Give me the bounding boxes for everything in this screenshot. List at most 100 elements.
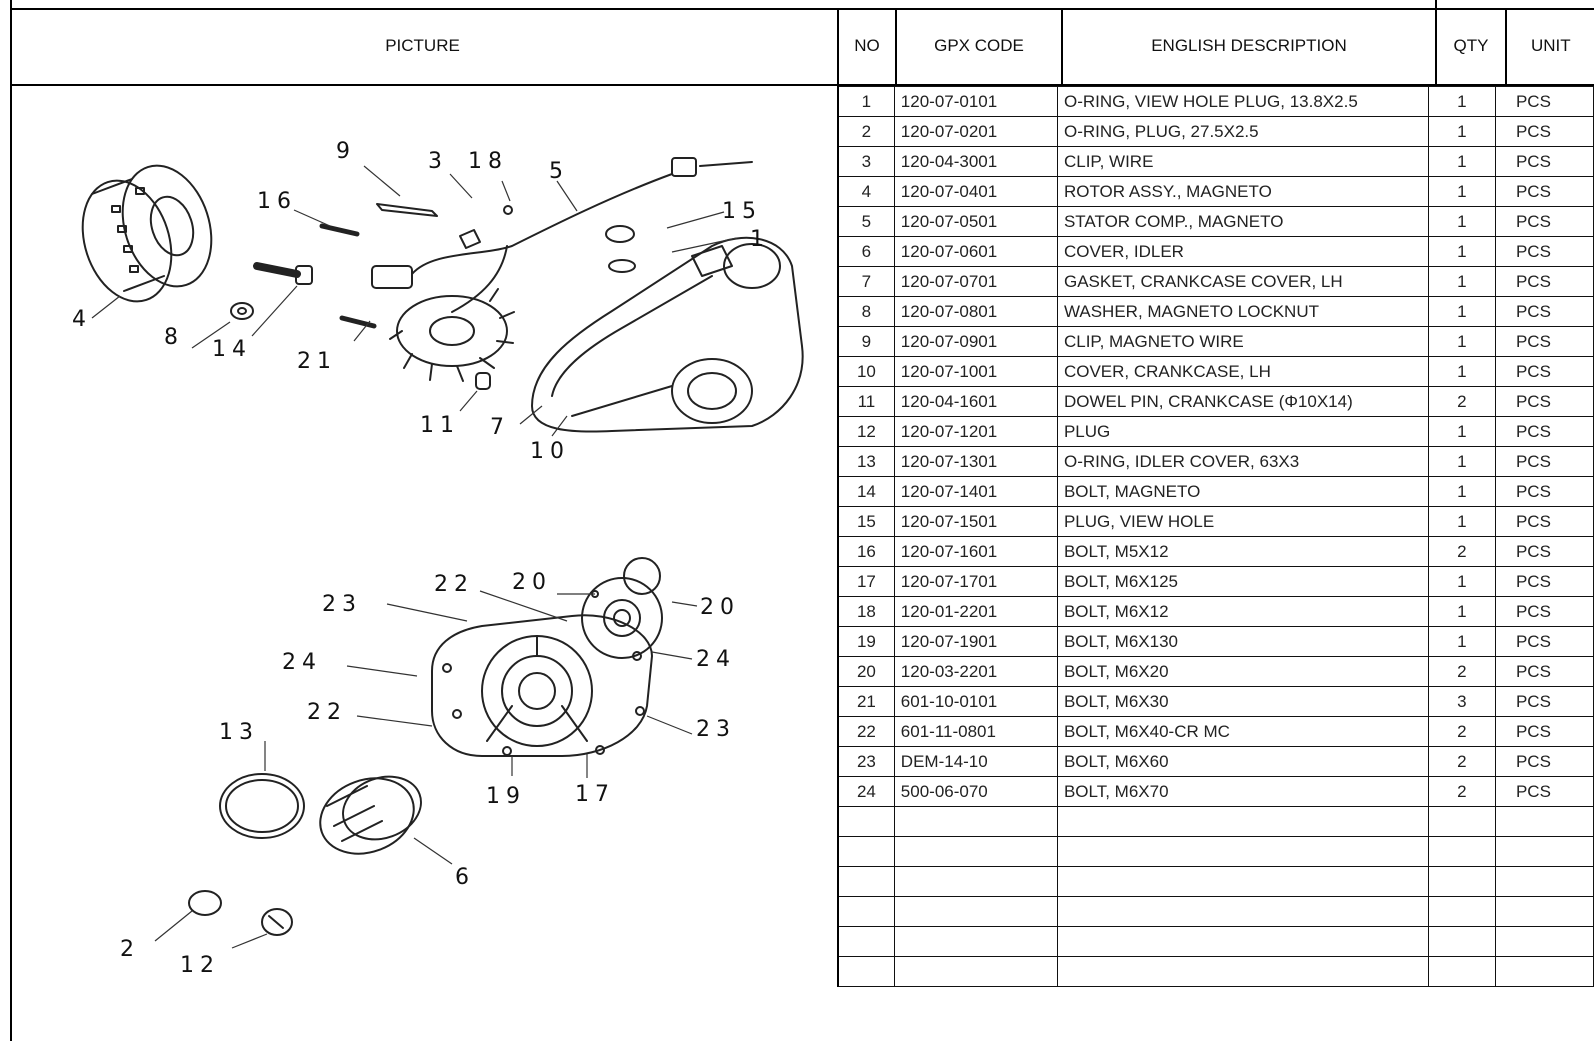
part-number-cell: 13 — [836, 446, 895, 477]
unit-cell — [1494, 836, 1594, 867]
part-number-cell: 22 — [836, 716, 895, 747]
gpx-code-cell: 120-04-3001 — [893, 146, 1058, 177]
description-cell: STATOR COMP., MAGNETO — [1056, 206, 1429, 237]
callout-9: 9 — [336, 139, 356, 164]
qty-cell: 1 — [1427, 416, 1496, 447]
description-cell — [1056, 836, 1429, 867]
plug-o-ring-part — [188, 890, 222, 916]
description-cell — [1056, 956, 1429, 987]
part-number-cell: 6 — [836, 236, 895, 267]
description-cell: O-RING, VIEW HOLE PLUG, 13.8X2.5 — [1056, 86, 1429, 117]
qty-cell — [1427, 926, 1496, 957]
part-number-cell: 3 — [836, 146, 895, 177]
part-number-cell — [836, 896, 895, 927]
exploded-parts-diagram: 9 3 18 5 16 15 1 4 8 14 21 11 7 10 22 20… — [12, 86, 837, 1041]
callout-22a: 22 — [434, 572, 474, 597]
unit-cell: PCS — [1494, 176, 1594, 207]
callout-24b: 24 — [696, 647, 736, 672]
qty-cell: 1 — [1427, 236, 1496, 267]
part-number-cell: 23 — [836, 746, 895, 777]
gpx-code-cell: 120-07-1001 — [893, 356, 1058, 387]
gpx-code-cell: 601-10-0101 — [893, 686, 1058, 717]
callout-6: 6 — [455, 865, 475, 890]
description-cell: GASKET, CRANKCASE COVER, LH — [1056, 266, 1429, 297]
description-cell: BOLT, M6X12 — [1056, 596, 1429, 627]
unit-cell: PCS — [1494, 356, 1594, 387]
part-number-cell — [836, 926, 895, 957]
table-row — [836, 836, 1594, 867]
header-qty: QTY — [1435, 8, 1505, 84]
callout-18: 18 — [468, 149, 508, 174]
qty-cell: 1 — [1427, 326, 1496, 357]
callout-13: 13 — [219, 720, 259, 745]
view-hole-plug-part — [605, 225, 635, 243]
table-row — [836, 896, 1594, 927]
callout-11: 11 — [420, 413, 460, 438]
description-cell — [1056, 866, 1429, 897]
qty-cell: 2 — [1427, 716, 1496, 747]
callout-24a: 24 — [282, 650, 322, 675]
qty-cell: 2 — [1427, 656, 1496, 687]
description-cell — [1056, 806, 1429, 837]
gpx-code-cell: 120-07-0601 — [893, 236, 1058, 267]
description-cell: DOWEL PIN, CRANKCASE (Φ10X14) — [1056, 386, 1429, 417]
part-number-cell: 15 — [836, 506, 895, 537]
gpx-code-cell: 120-07-1701 — [893, 566, 1058, 597]
view-hole-o-ring-part — [608, 259, 636, 273]
unit-cell: PCS — [1494, 146, 1594, 177]
qty-cell: 1 — [1427, 116, 1496, 147]
table-row — [836, 866, 1594, 897]
description-cell: COVER, CRANKCASE, LH — [1056, 356, 1429, 387]
unit-cell: PCS — [1494, 776, 1594, 807]
callout-4: 4 — [72, 307, 92, 332]
qty-cell: 1 — [1427, 296, 1496, 327]
gpx-code-cell: 120-07-1601 — [893, 536, 1058, 567]
qty-cell — [1427, 806, 1496, 837]
qty-cell: 1 — [1427, 206, 1496, 237]
qty-cell: 1 — [1427, 86, 1496, 117]
header-english-description: ENGLISH DESCRIPTION — [1061, 8, 1435, 84]
unit-cell: PCS — [1494, 296, 1594, 327]
gpx-code-cell: 120-07-0101 — [893, 86, 1058, 117]
gpx-code-cell: 120-07-0401 — [893, 176, 1058, 207]
callout-10: 10 — [530, 439, 570, 464]
description-cell: BOLT, MAGNETO — [1056, 476, 1429, 507]
part-number-cell: 21 — [836, 686, 895, 717]
gpx-code-cell: 120-07-0201 — [893, 116, 1058, 147]
qty-cell: 1 — [1427, 626, 1496, 657]
callout-21: 21 — [297, 349, 337, 374]
header-no: NO — [837, 8, 895, 84]
wire-clip-part — [459, 229, 481, 249]
dowel-pin-part — [475, 372, 491, 390]
unit-cell: PCS — [1494, 416, 1594, 447]
description-cell: CLIP, MAGNETO WIRE — [1056, 326, 1429, 357]
callout-20b: 20 — [700, 595, 740, 620]
gpx-code-cell: 120-07-0901 — [893, 326, 1058, 357]
unit-cell — [1494, 896, 1594, 927]
part-number-cell: 14 — [836, 476, 895, 507]
description-cell: BOLT, M6X60 — [1056, 746, 1429, 777]
description-cell: COVER, IDLER — [1056, 236, 1429, 267]
qty-cell — [1427, 956, 1496, 987]
qty-cell: 2 — [1427, 776, 1496, 807]
gpx-code-cell — [893, 866, 1058, 897]
gpx-code-cell — [893, 806, 1058, 837]
gpx-code-cell — [893, 926, 1058, 957]
unit-cell: PCS — [1494, 746, 1594, 777]
gpx-code-cell — [893, 956, 1058, 987]
magneto-wire-clip-part — [376, 203, 438, 217]
table-row — [836, 926, 1594, 957]
description-cell: BOLT, M6X40-CR MC — [1056, 716, 1429, 747]
callout-22b: 22 — [307, 700, 347, 725]
description-cell: BOLT, M6X130 — [1056, 626, 1429, 657]
unit-cell: PCS — [1494, 596, 1594, 627]
gpx-code-cell: 120-07-0701 — [893, 266, 1058, 297]
idler-cover-part — [319, 775, 422, 855]
